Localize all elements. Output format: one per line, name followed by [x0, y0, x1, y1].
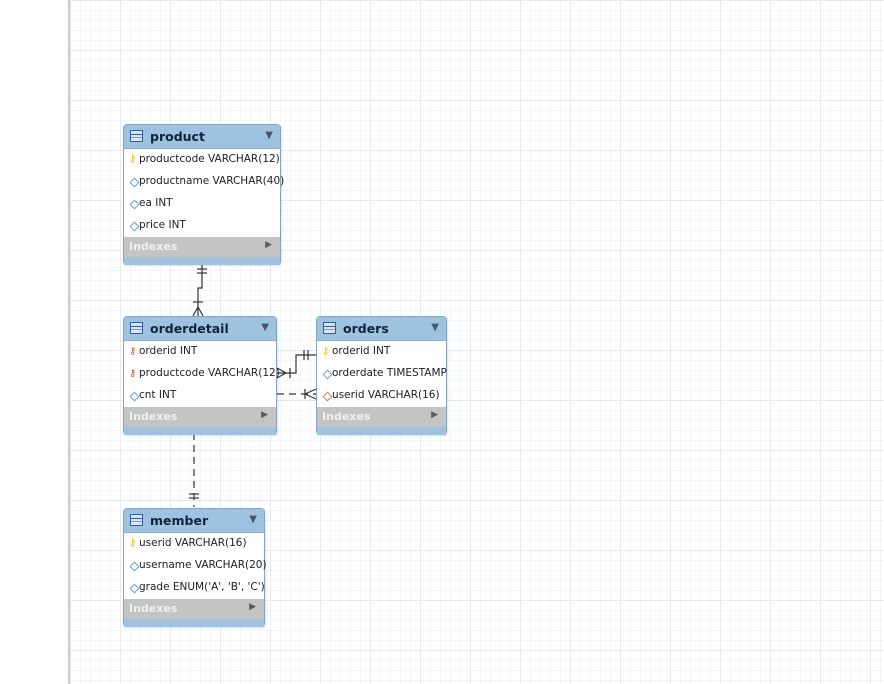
- column-diamond-icon: [129, 221, 140, 232]
- column-row[interactable]: grade ENUM('A', 'B', 'C'): [124, 577, 265, 599]
- indexes-label: Indexes: [129, 602, 178, 615]
- collapse-triangle-icon[interactable]: ▼: [261, 322, 269, 333]
- column-row[interactable]: userid VARCHAR(16): [317, 385, 446, 407]
- indexes-section[interactable]: Indexes ▶: [124, 599, 264, 619]
- expand-arrow-icon[interactable]: ▶: [431, 410, 438, 420]
- table-footer: [124, 427, 276, 435]
- indexes-label: Indexes: [129, 240, 178, 253]
- primary-key-icon: ⚷: [322, 346, 330, 357]
- indexes-section[interactable]: Indexes ▶: [124, 237, 280, 257]
- column-row[interactable]: price INT: [124, 215, 280, 237]
- collapse-triangle-icon[interactable]: ▼: [431, 322, 439, 333]
- column-label: userid VARCHAR(16): [332, 389, 440, 401]
- table-title: orders: [343, 321, 389, 336]
- table-product[interactable]: product ▼ ⚷ productcode VARCHAR(12) prod…: [123, 124, 284, 265]
- column-label: price INT: [139, 219, 186, 231]
- column-diamond-icon: [129, 583, 140, 594]
- canvas-left-border: [68, 0, 70, 684]
- column-row[interactable]: ea INT: [124, 193, 280, 215]
- indexes-section[interactable]: Indexes ▶: [124, 407, 276, 427]
- table-title: orderdetail: [150, 321, 229, 336]
- expand-arrow-icon[interactable]: ▶: [261, 410, 268, 420]
- relationship-member-orderdetail[interactable]: [189, 433, 199, 507]
- column-row[interactable]: ⚷ productcode VARCHAR(12): [124, 149, 280, 171]
- column-row[interactable]: ⚷ userid VARCHAR(16): [124, 533, 264, 555]
- expand-arrow-icon[interactable]: ▶: [265, 240, 272, 250]
- column-row[interactable]: productname VARCHAR(40): [124, 171, 284, 193]
- foreign-key-icon: ⚷: [129, 346, 137, 357]
- column-row[interactable]: username VARCHAR(20): [124, 555, 267, 577]
- table-header[interactable]: orderdetail ▼: [124, 317, 276, 341]
- column-diamond-icon: [129, 177, 140, 188]
- column-diamond-icon: [129, 391, 140, 402]
- table-member[interactable]: member ▼ ⚷ userid VARCHAR(16) username V…: [123, 508, 267, 627]
- table-icon: [130, 514, 143, 526]
- column-label: productname VARCHAR(40): [139, 175, 285, 187]
- table-icon: [323, 322, 336, 334]
- foreign-key-icon: ⚷: [129, 368, 137, 379]
- table-orders[interactable]: orders ▼ ⚷ orderid INT orderdate TIMESTA…: [316, 316, 447, 435]
- table-orderdetail[interactable]: orderdetail ▼ ⚷ orderid INT ⚷ productcod…: [123, 316, 280, 435]
- table-title: member: [150, 513, 209, 528]
- column-diamond-icon: [129, 199, 140, 210]
- indexes-label: Indexes: [322, 410, 371, 423]
- table-header[interactable]: member ▼: [124, 509, 264, 533]
- table-header[interactable]: product ▼: [124, 125, 280, 149]
- table-icon: [130, 130, 143, 142]
- relationship-member-orders[interactable]: [277, 388, 317, 400]
- column-label: orderdate TIMESTAMP: [332, 367, 447, 379]
- relationship-orders-orderdetail[interactable]: [276, 350, 316, 379]
- table-footer: [124, 257, 280, 265]
- column-label: grade ENUM('A', 'B', 'C'): [139, 581, 265, 593]
- relationship-product-orderdetail[interactable]: [192, 264, 207, 317]
- collapse-triangle-icon[interactable]: ▼: [265, 130, 273, 141]
- primary-key-icon: ⚷: [129, 154, 137, 165]
- primary-key-icon: ⚷: [129, 538, 137, 549]
- table-title: product: [150, 129, 205, 144]
- column-diamond-icon: [322, 369, 333, 380]
- column-label: orderid INT: [332, 345, 391, 357]
- indexes-label: Indexes: [129, 410, 178, 423]
- foreign-key-diamond-icon: [322, 391, 333, 402]
- column-label: ea INT: [139, 197, 173, 209]
- column-row[interactable]: ⚷ orderid INT: [124, 341, 276, 363]
- column-label: productcode VARCHAR(12): [139, 367, 280, 379]
- column-label: userid VARCHAR(16): [139, 537, 247, 549]
- column-row[interactable]: ⚷ orderid INT: [317, 341, 446, 363]
- table-footer: [317, 427, 446, 435]
- column-label: cnt INT: [139, 389, 177, 401]
- table-footer: [124, 619, 264, 627]
- table-icon: [130, 322, 143, 334]
- column-row[interactable]: orderdate TIMESTAMP: [317, 363, 447, 385]
- expand-arrow-icon[interactable]: ▶: [249, 602, 256, 612]
- column-row[interactable]: ⚷ productcode VARCHAR(12): [124, 363, 280, 385]
- column-row[interactable]: cnt INT: [124, 385, 276, 407]
- collapse-triangle-icon[interactable]: ▼: [249, 514, 257, 525]
- column-label: orderid INT: [139, 345, 198, 357]
- column-label: username VARCHAR(20): [139, 559, 267, 571]
- indexes-section[interactable]: Indexes ▶: [317, 407, 446, 427]
- column-diamond-icon: [129, 561, 140, 572]
- table-header[interactable]: orders ▼: [317, 317, 446, 341]
- column-label: productcode VARCHAR(12): [139, 153, 280, 165]
